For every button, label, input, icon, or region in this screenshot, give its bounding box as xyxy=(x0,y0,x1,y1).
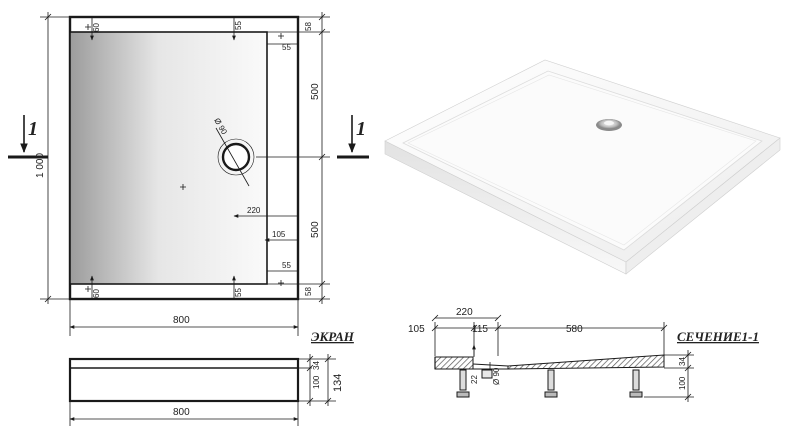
label-60-bottom: 60 xyxy=(92,289,101,298)
label-500-top: 500 xyxy=(310,83,321,100)
label-58-bottom: 58 xyxy=(304,287,313,296)
screen-view xyxy=(68,354,336,426)
section-dimensions xyxy=(431,314,668,356)
section-label-22: 22 xyxy=(470,375,479,384)
label-500-bottom: 500 xyxy=(310,221,321,238)
plan-labels: 60 55 58 55 500 1 000 Ø 90 220 105 500 5… xyxy=(28,21,366,326)
tray-photo xyxy=(384,59,781,275)
label-1000: 1 000 xyxy=(35,153,46,178)
screen-panel xyxy=(68,357,300,403)
label-58-top: 58 xyxy=(304,22,313,31)
label-55-bottom: 55 xyxy=(234,288,243,297)
section-marker-right xyxy=(337,115,369,159)
section-view xyxy=(431,314,694,402)
screen-labels: ЭКРАН 34 100 134 800 xyxy=(173,329,355,418)
screen-label-134: 134 xyxy=(332,374,344,392)
screen-title: ЭКРАН xyxy=(311,329,355,344)
section-label-100: 100 xyxy=(678,376,687,390)
label-60-top: 60 xyxy=(92,23,101,32)
section-title: СЕЧЕНИЕ1-1 xyxy=(677,329,759,344)
section-height-dims xyxy=(644,350,694,402)
section-labels: СЕЧЕНИЕ1-1 105 220 115 580 22 Ø 90 34 10… xyxy=(408,307,759,390)
drain-hole xyxy=(215,127,255,187)
label-55-right-bottom: 55 xyxy=(282,261,291,270)
plan-view xyxy=(8,12,369,336)
section-label-115: 115 xyxy=(472,324,488,335)
section-label-105: 105 xyxy=(408,324,425,335)
cross-marks xyxy=(85,24,284,292)
right-dimension-chain xyxy=(256,12,330,304)
section-label-580: 580 xyxy=(566,324,583,335)
section-marker-left xyxy=(8,115,48,159)
offset-ticks xyxy=(90,17,298,299)
section-number-left: 1 xyxy=(28,118,38,140)
support-legs xyxy=(456,369,643,398)
label-55-right-top: 55 xyxy=(282,43,291,52)
photo-drain xyxy=(596,119,622,131)
label-55-top: 55 xyxy=(234,21,243,30)
section-label-34: 34 xyxy=(678,357,687,366)
tray-section-slope xyxy=(507,354,665,370)
screen-label-800: 800 xyxy=(173,407,190,418)
section-label-220: 220 xyxy=(456,307,473,318)
label-800-plan: 800 xyxy=(173,315,190,326)
width-dimension xyxy=(69,299,299,336)
label-220: 220 xyxy=(247,206,261,215)
tray-section-hatched xyxy=(434,356,474,370)
section-number-right: 1 xyxy=(356,118,366,140)
label-105: 105 xyxy=(272,230,286,239)
section-label-drain-diameter: Ø 90 xyxy=(492,367,501,385)
screen-label-34: 34 xyxy=(312,361,321,370)
screen-label-100: 100 xyxy=(312,375,321,389)
